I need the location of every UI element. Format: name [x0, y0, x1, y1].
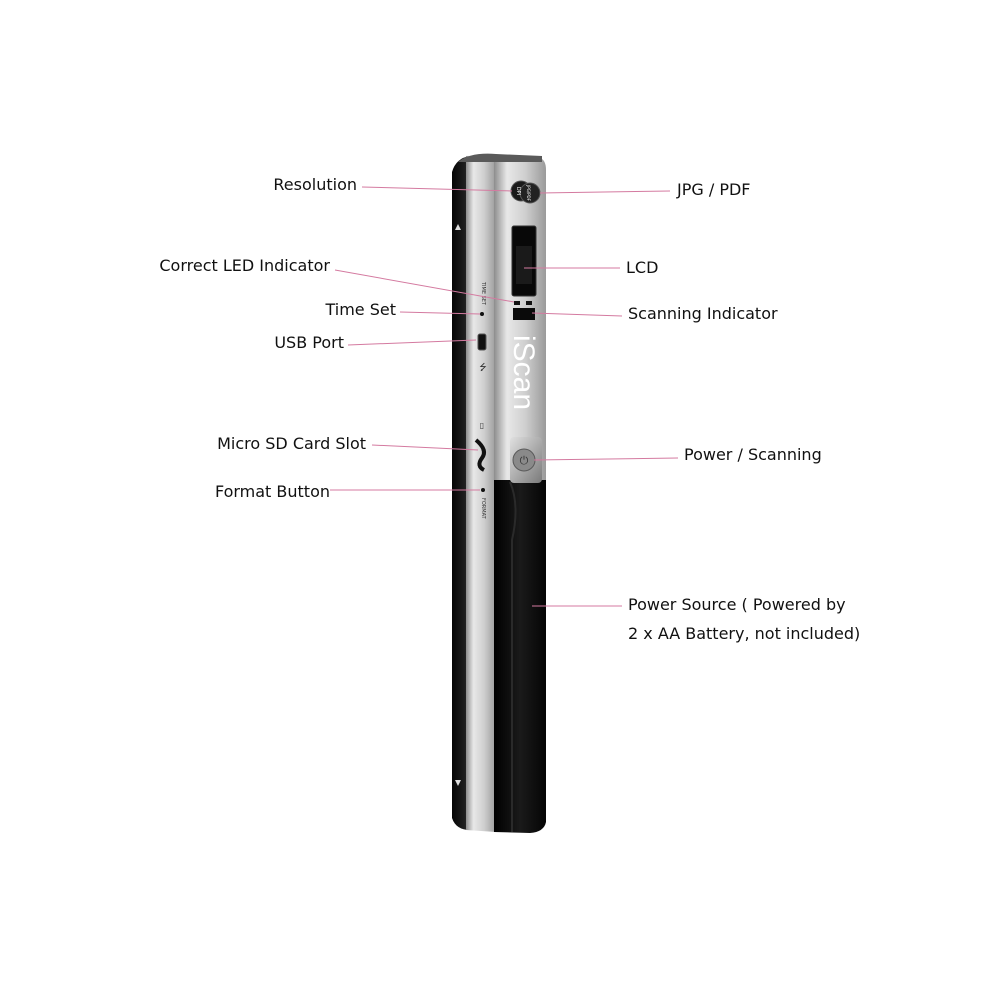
scanner-left-edge [452, 156, 470, 830]
usb-port-leader [347, 339, 477, 346]
scanning-indicator-leader [531, 312, 623, 317]
power-source-label-line1: Power Source ( Powered by [628, 595, 846, 614]
scanner-black-curve [509, 481, 517, 832]
correct-led-leader [334, 269, 515, 303]
led-divider [513, 308, 535, 320]
resolution-leader [361, 186, 513, 192]
time-set-text: TIME SET [480, 281, 486, 306]
brand-logo: iScan [507, 335, 540, 410]
usb-icon: ⭍ [479, 362, 487, 373]
format-hole[interactable] [481, 488, 485, 492]
lcd-label: LCD [626, 258, 659, 277]
sd-card-icon: ▯ [480, 421, 484, 430]
time-set-hole[interactable] [480, 312, 484, 316]
micro-sd-card-slot-label: Micro SD Card Slot [217, 434, 366, 453]
power-source-label-line2: 2 x AA Battery, not included) [628, 624, 861, 643]
dpi-button-text: DPI [515, 187, 521, 195]
micro-sd-leader [371, 444, 479, 451]
format-text: FORMAT [480, 498, 486, 520]
correct-led [514, 301, 520, 305]
scanning-indicator-label: Scanning Indicator [628, 304, 778, 323]
time-set-leader [399, 311, 481, 315]
scanner-silver-panel [466, 155, 496, 832]
jpg-pdf-label: JPG / PDF [677, 180, 751, 199]
power-scanning-label: Power / Scanning [684, 445, 822, 464]
usb-port[interactable] [477, 333, 487, 351]
micro-sd-slot[interactable] [474, 438, 486, 472]
top-arrow-icon [455, 224, 461, 230]
jpg-pdf-leader [539, 190, 671, 194]
usb-port-label: USB Port [274, 333, 344, 352]
format-button-label: Format Button [214, 482, 330, 501]
time-set-label: Time Set [325, 300, 396, 319]
jpg-pdf-button-text: JPG/PDF [526, 184, 531, 202]
scanner-black-section [494, 480, 546, 833]
power-scanning-leader [533, 457, 679, 461]
bottom-arrow-icon [455, 780, 461, 786]
correct-led-indicator-label: Correct LED Indicator [159, 256, 330, 275]
leader-lines [330, 186, 679, 607]
scanner-top-cap [458, 153, 542, 162]
top-buttons: DPI JPG/PDF [510, 180, 541, 204]
power-icon: ⏻ [520, 454, 529, 467]
scanning-led [526, 301, 532, 305]
lcd-inner [516, 246, 532, 284]
resolution-label: Resolution [273, 175, 357, 194]
